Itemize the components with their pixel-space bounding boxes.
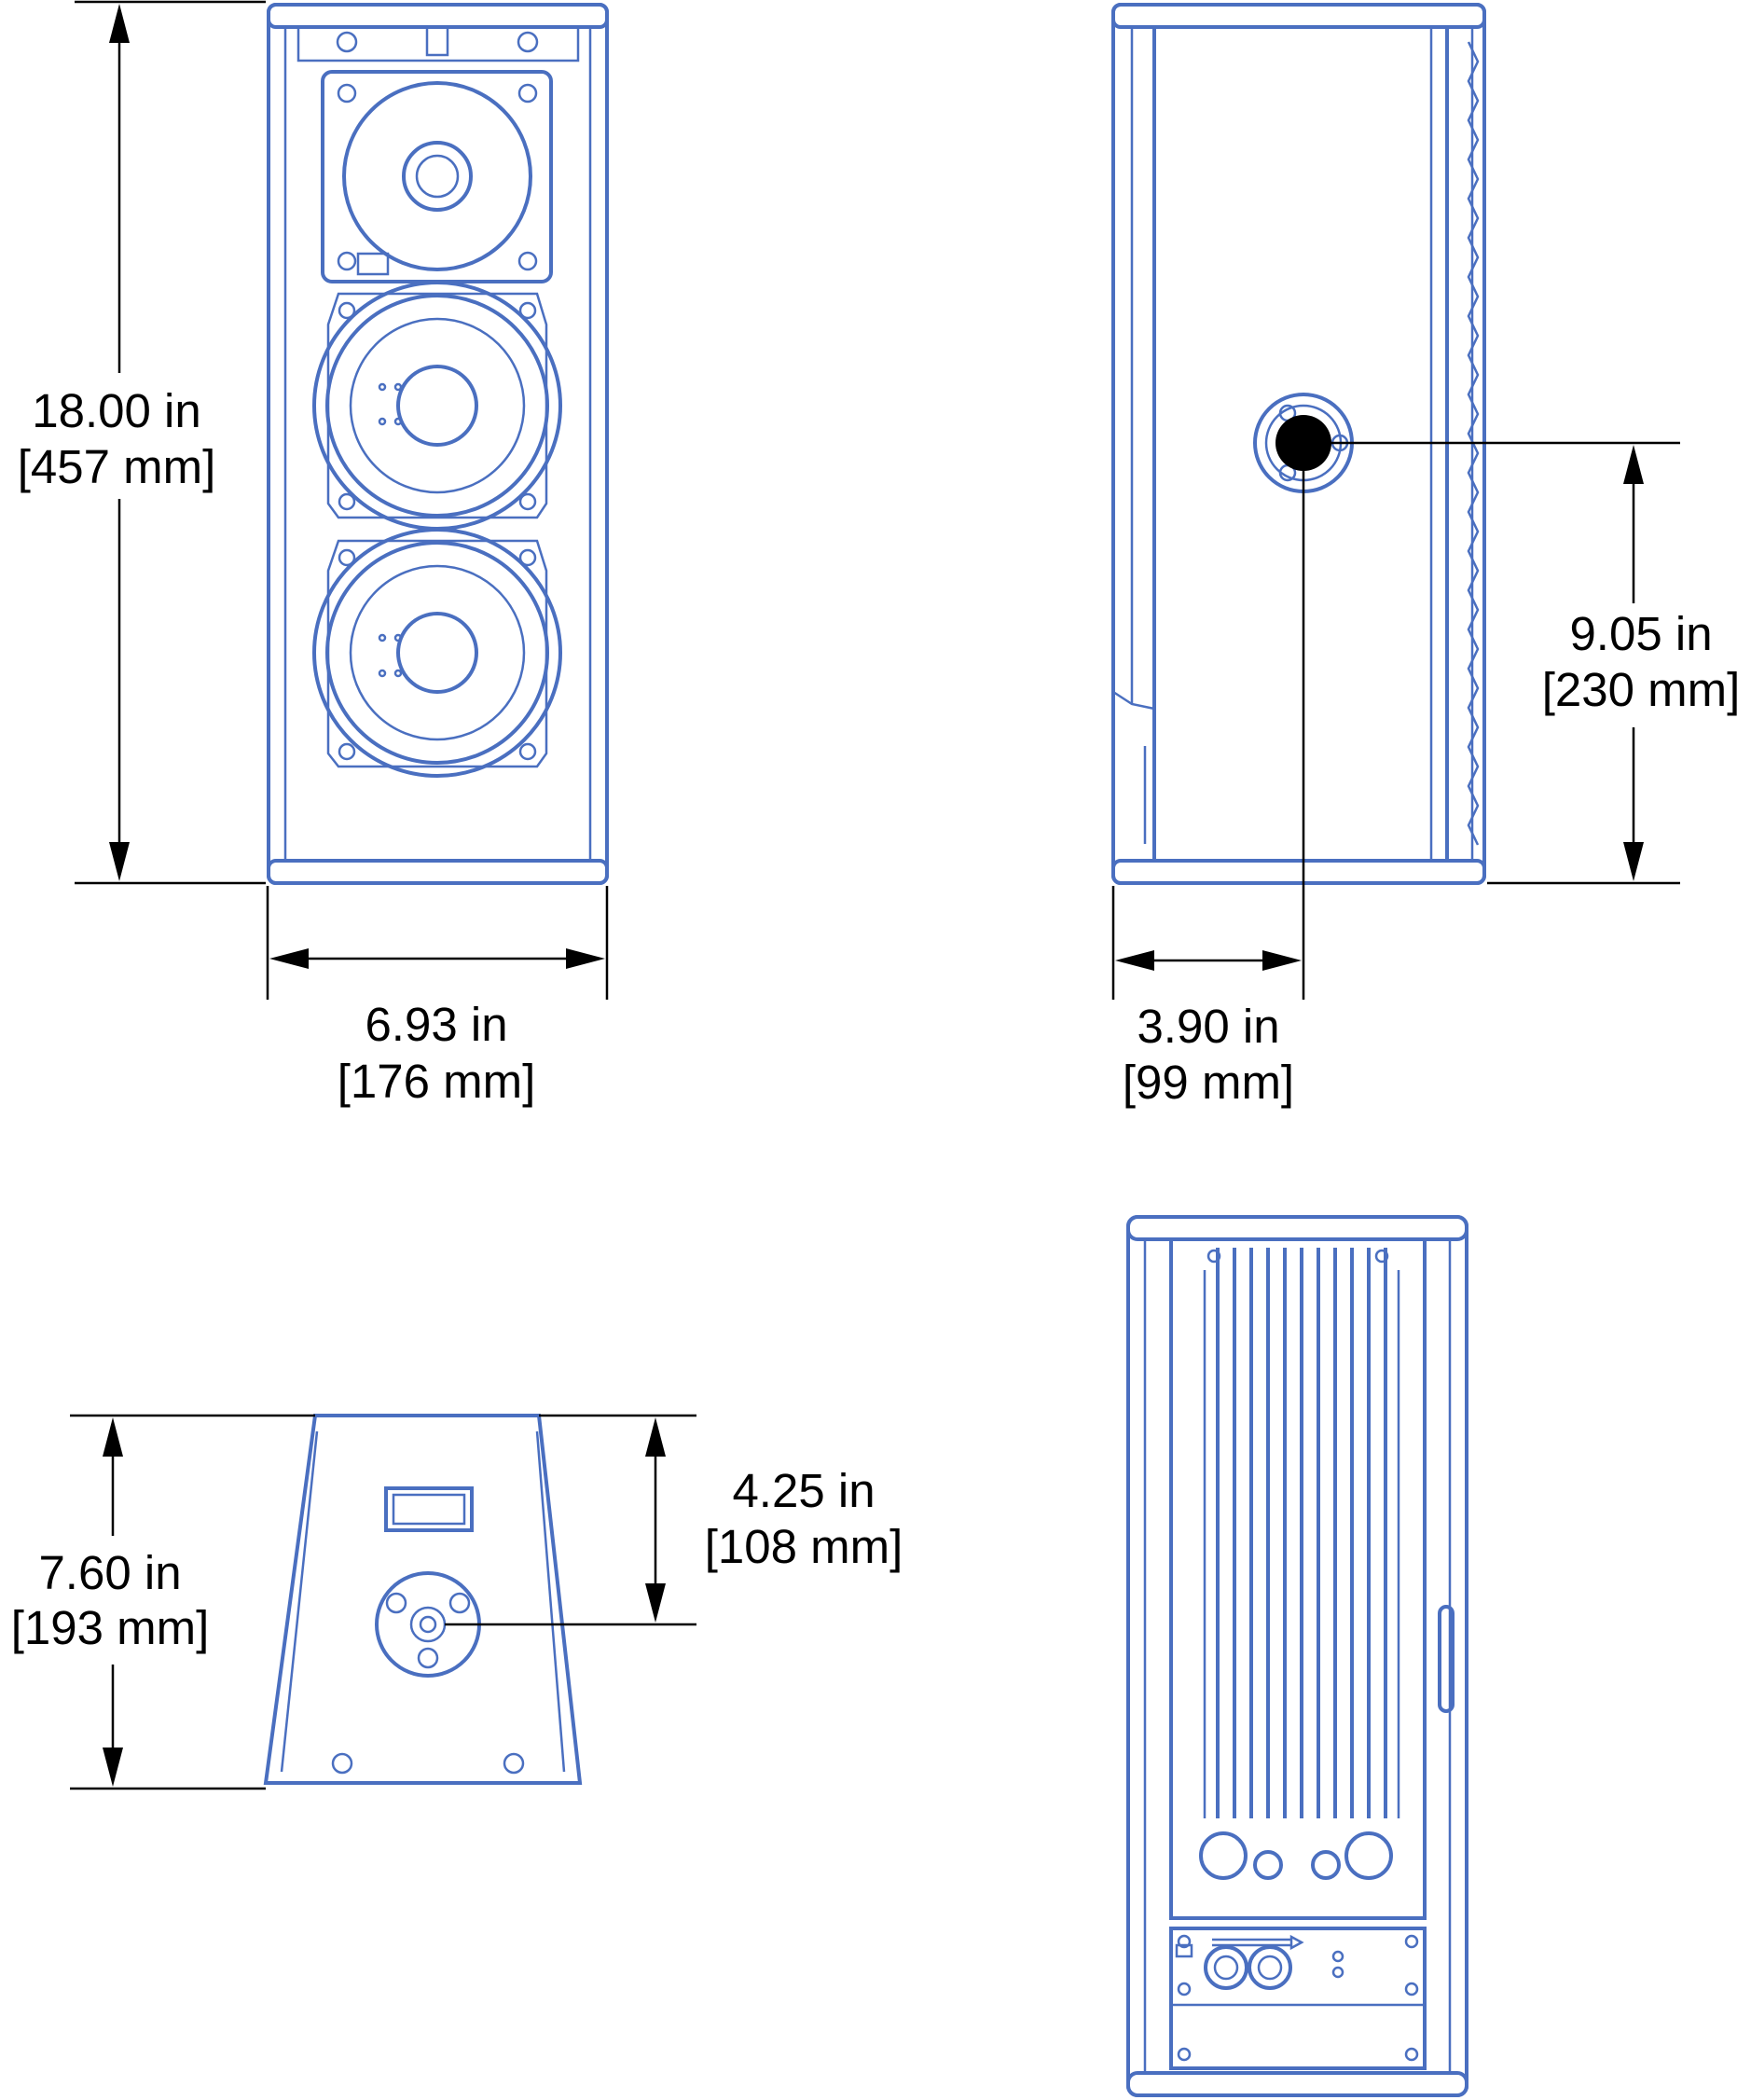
side-depth-in: 3.90 in [1137,1000,1279,1053]
side-height-mm: [230 mm] [1542,663,1741,716]
top-view: 7.60 in [193 mm] 4.25 in [108 mm] [11,1414,903,1790]
side-height-in: 9.05 in [1569,607,1712,660]
top-offset-in: 4.25 in [732,1464,875,1517]
front-height-mm: [457 mm] [18,440,216,493]
side-view: 9.05 in [230 mm] 3.90 in [99 mm] [1111,3,1741,1109]
front-width-mm: [176 mm] [338,1055,536,1108]
side-depth-mm: [99 mm] [1123,1056,1294,1109]
front-view: 18.00 in [457 mm] 6.93 in [176 mm] [18,0,609,1108]
rear-view [1126,1215,1468,2097]
front-width-in: 6.93 in [365,998,507,1051]
top-depth-in: 7.60 in [38,1546,181,1599]
front-height-in: 18.00 in [32,384,201,437]
top-offset-mm: [108 mm] [705,1520,903,1573]
top-depth-mm: [193 mm] [11,1601,210,1654]
